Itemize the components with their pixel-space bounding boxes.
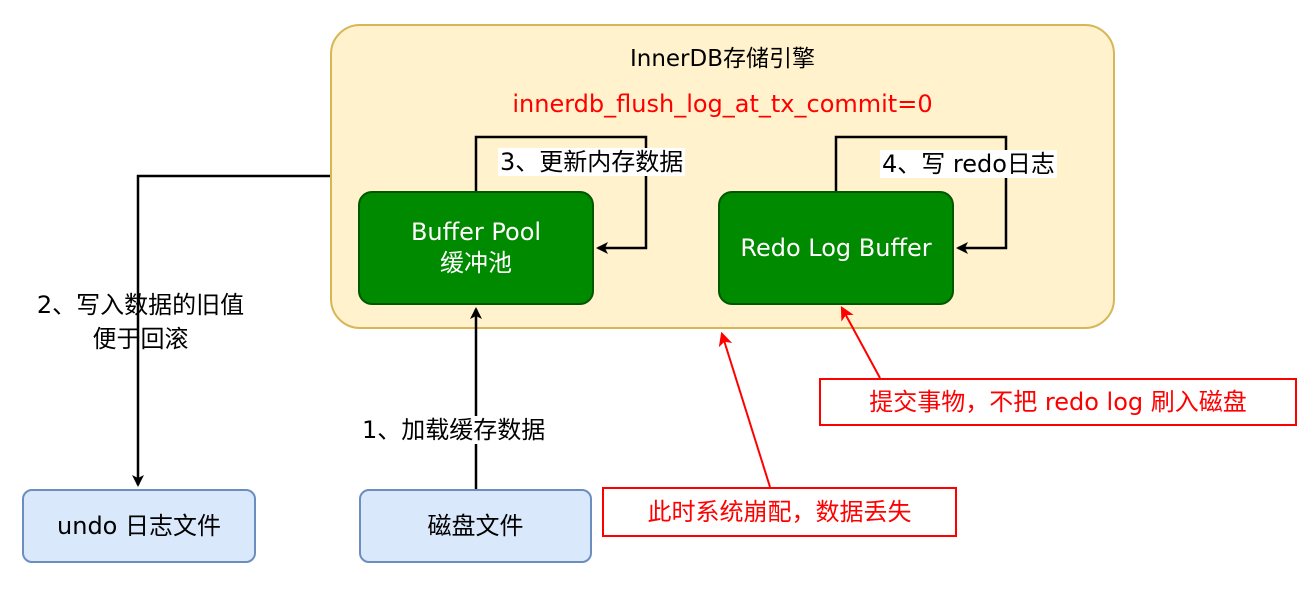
step-write-redo-label: 4、写 redo日志 bbox=[880, 148, 1057, 180]
buffer-pool-box: Buffer Pool 缓冲池 bbox=[358, 191, 594, 305]
crash-callout: 此时系统崩配，数据丢失 bbox=[602, 487, 957, 537]
step-update-memory-label: 3、更新内存数据 bbox=[498, 146, 686, 178]
commit-callout: 提交事物，不把 redo log 刷入磁盘 bbox=[819, 378, 1297, 426]
undo-log-file-box: undo 日志文件 bbox=[22, 489, 256, 563]
buffer-pool-label: Buffer Pool bbox=[410, 218, 542, 246]
undo-log-file-label: undo 日志文件 bbox=[57, 512, 221, 540]
step-update-memory-text: 3、更新内存数据 bbox=[498, 148, 686, 176]
arrow-redo-buffer-loop bbox=[834, 135, 1008, 254]
step-write-redo-text: 4、写 redo日志 bbox=[880, 150, 1057, 178]
step-write-undo-line2: 便于回滚 bbox=[92, 325, 189, 353]
arrow-commit-callout bbox=[840, 305, 881, 379]
step-load-cache-label: 1、加载缓存数据 bbox=[360, 414, 548, 446]
step-load-cache-text: 1、加载缓存数据 bbox=[360, 416, 548, 444]
buffer-pool-cn-label: 缓冲池 bbox=[440, 249, 512, 277]
redo-log-buffer-label: Redo Log Buffer bbox=[740, 233, 932, 262]
crash-callout-text: 此时系统崩配，数据丢失 bbox=[647, 498, 912, 526]
arrow-engine-to-undo bbox=[132, 174, 330, 487]
commit-callout-text: 提交事物，不把 redo log 刷入磁盘 bbox=[869, 388, 1247, 416]
arrow-buffer-pool-loop bbox=[474, 135, 648, 254]
step-write-undo-line1: 2、写入数据的旧值 bbox=[36, 291, 245, 319]
step-write-undo-label: 2、写入数据的旧值 便于回滚 bbox=[8, 288, 273, 356]
disk-file-box: 磁盘文件 bbox=[359, 489, 592, 563]
disk-file-label: 磁盘文件 bbox=[427, 512, 524, 540]
engine-title: InnerDB存储引擎 bbox=[629, 46, 816, 72]
redo-log-buffer-box: Redo Log Buffer bbox=[718, 191, 954, 305]
arrow-crash-callout bbox=[718, 331, 771, 488]
engine-config-setting: innerdb_flush_log_at_tx_commit=0 bbox=[512, 90, 933, 118]
